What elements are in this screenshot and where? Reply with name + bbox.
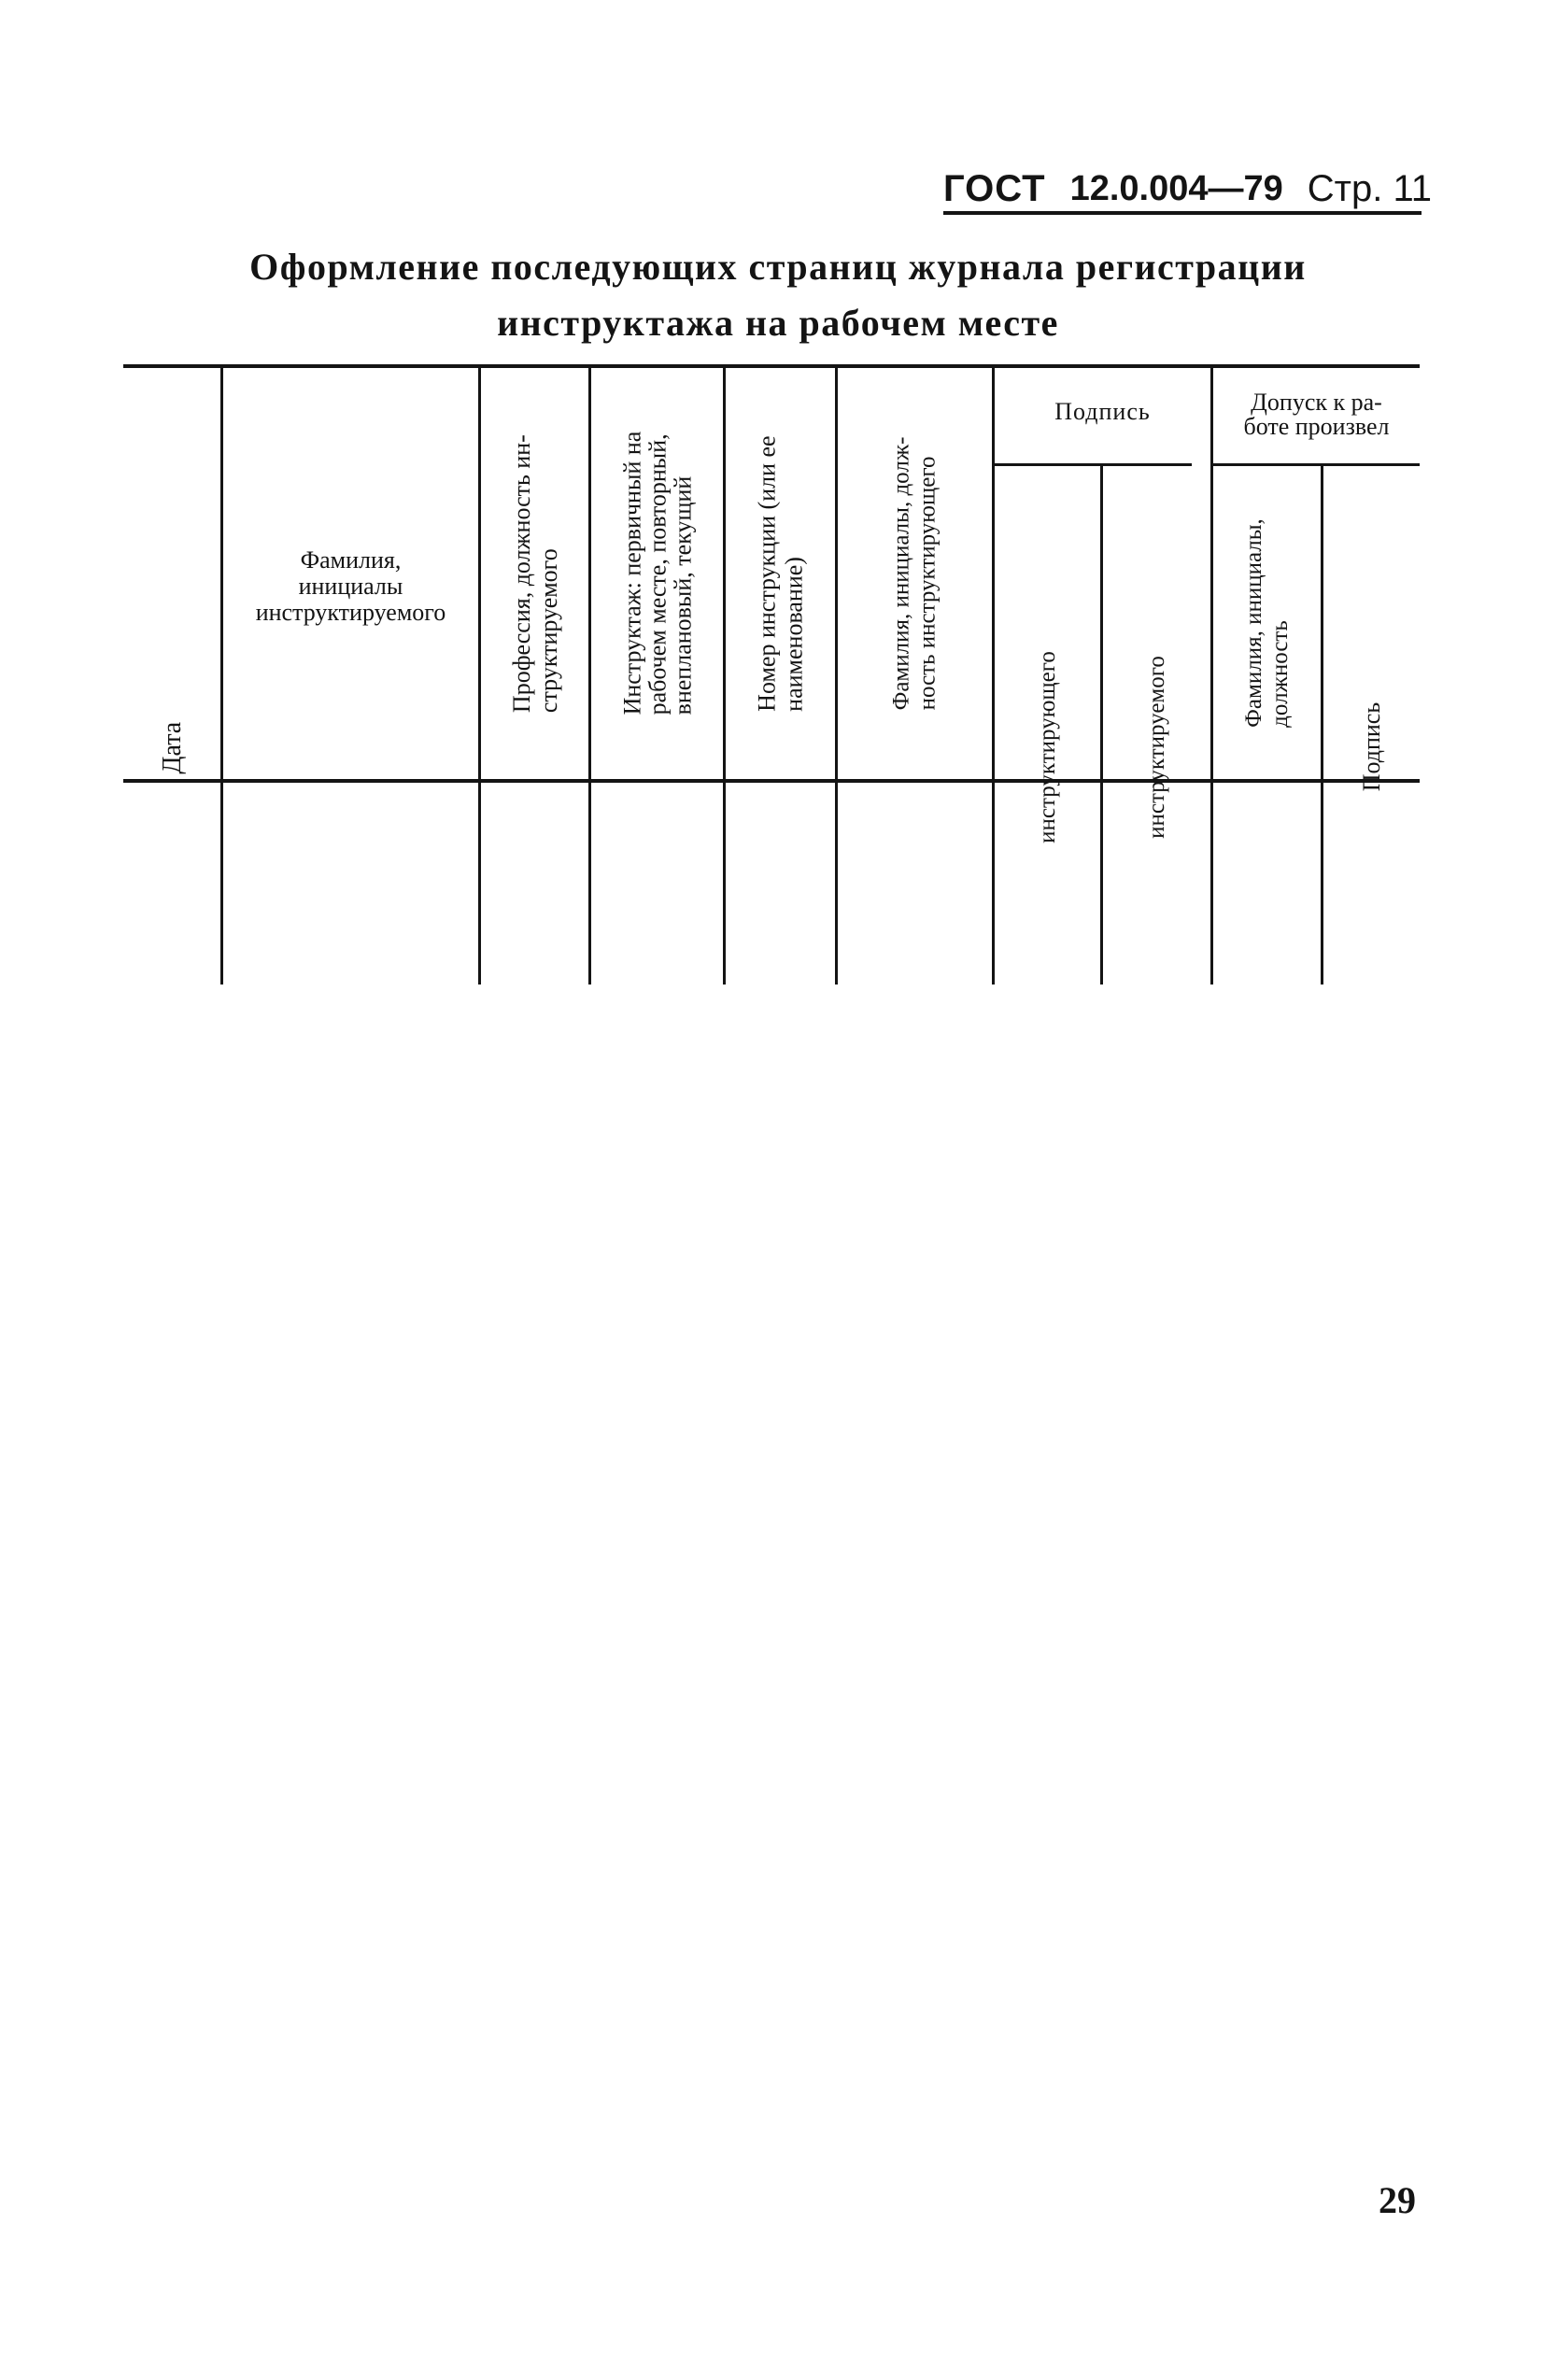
admission-sub-rule <box>1212 463 1420 466</box>
col-admission-group: Допуск к ра- боте произвел <box>1243 389 1390 440</box>
col-profession: Профессия, должность ин- структируемого <box>507 434 562 713</box>
col-signature-group: Подпись <box>1054 398 1151 425</box>
col-briefing: Инструктаж: первичный на рабочем месте, … <box>617 432 697 715</box>
running-header: ГОСТ 12.0.004—79 Стр. 11 <box>943 161 1432 217</box>
col-rule-7 <box>1100 466 1103 985</box>
col-rule-5 <box>835 368 838 985</box>
standard-number: 12.0.004—79 <box>1069 168 1283 208</box>
standard-label: ГОСТ <box>943 167 1046 209</box>
col-rule-1 <box>220 368 223 985</box>
col-rule-9 <box>1321 466 1323 985</box>
table-top-rule <box>123 364 1420 368</box>
col-surname: Фамилия, инициалы инструктируемого <box>255 546 446 627</box>
col-adm-signature: Подпись <box>1357 701 1385 792</box>
title-line-1: Оформление последующих страниц журнала р… <box>249 246 1307 288</box>
header-bottom-rule <box>123 779 1420 783</box>
col-sig-instructed: инструктируемого <box>1143 656 1169 839</box>
col-rule-8 <box>1210 368 1213 985</box>
col-date: Дата <box>158 721 188 774</box>
signature-sub-rule <box>994 463 1192 466</box>
page-label: Стр. 11 <box>1307 167 1432 209</box>
col-rule-6 <box>992 368 995 985</box>
col-rule-2 <box>478 368 481 985</box>
page-number: 29 <box>1379 2179 1416 2221</box>
col-instruction: Номер инструкции (или ее наименование) <box>753 435 808 712</box>
header-rule <box>943 211 1422 215</box>
col-sig-instructor: инструктирующего <box>1034 651 1060 843</box>
col-rule-4 <box>723 368 726 985</box>
col-adm-name: Фамилия, инициалы, должность <box>1240 517 1293 728</box>
title-line-2: инструктажа на рабочем месте <box>497 302 1059 344</box>
col-instructor: Фамилия, инициалы, долж- ность инструкти… <box>888 436 941 711</box>
col-rule-3 <box>588 368 591 985</box>
